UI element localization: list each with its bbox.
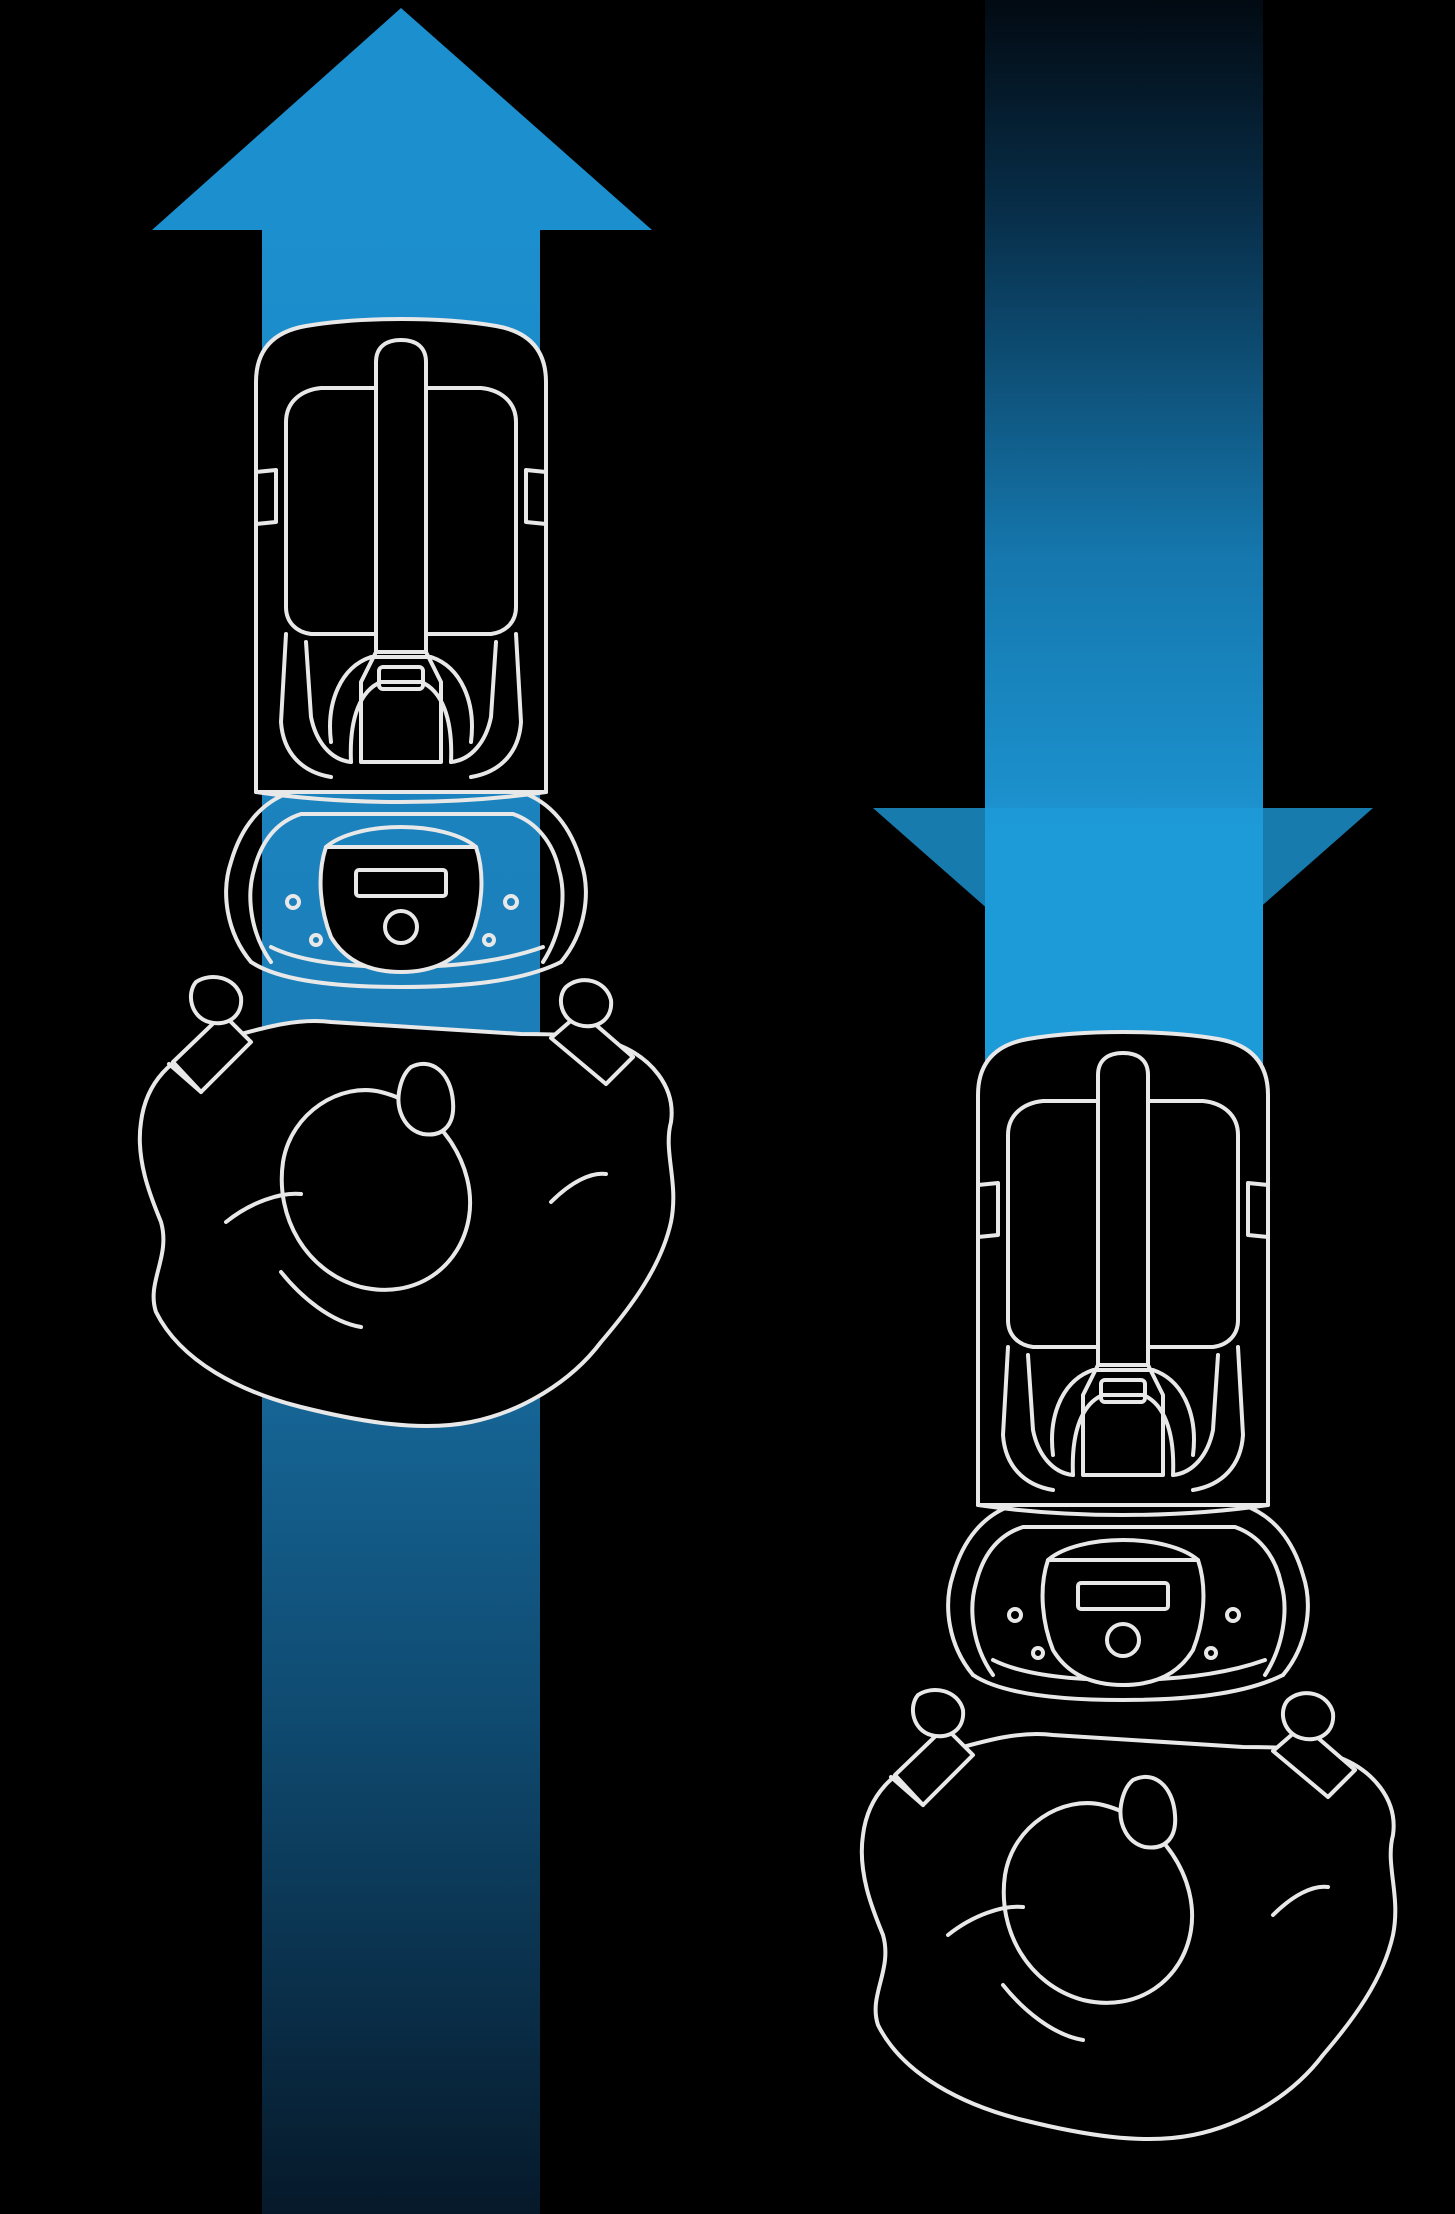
backward-arrow: [873, 0, 1373, 1110]
operator-pushing-forward: [140, 319, 674, 1426]
operator-pulling-backward: [862, 1032, 1396, 2139]
